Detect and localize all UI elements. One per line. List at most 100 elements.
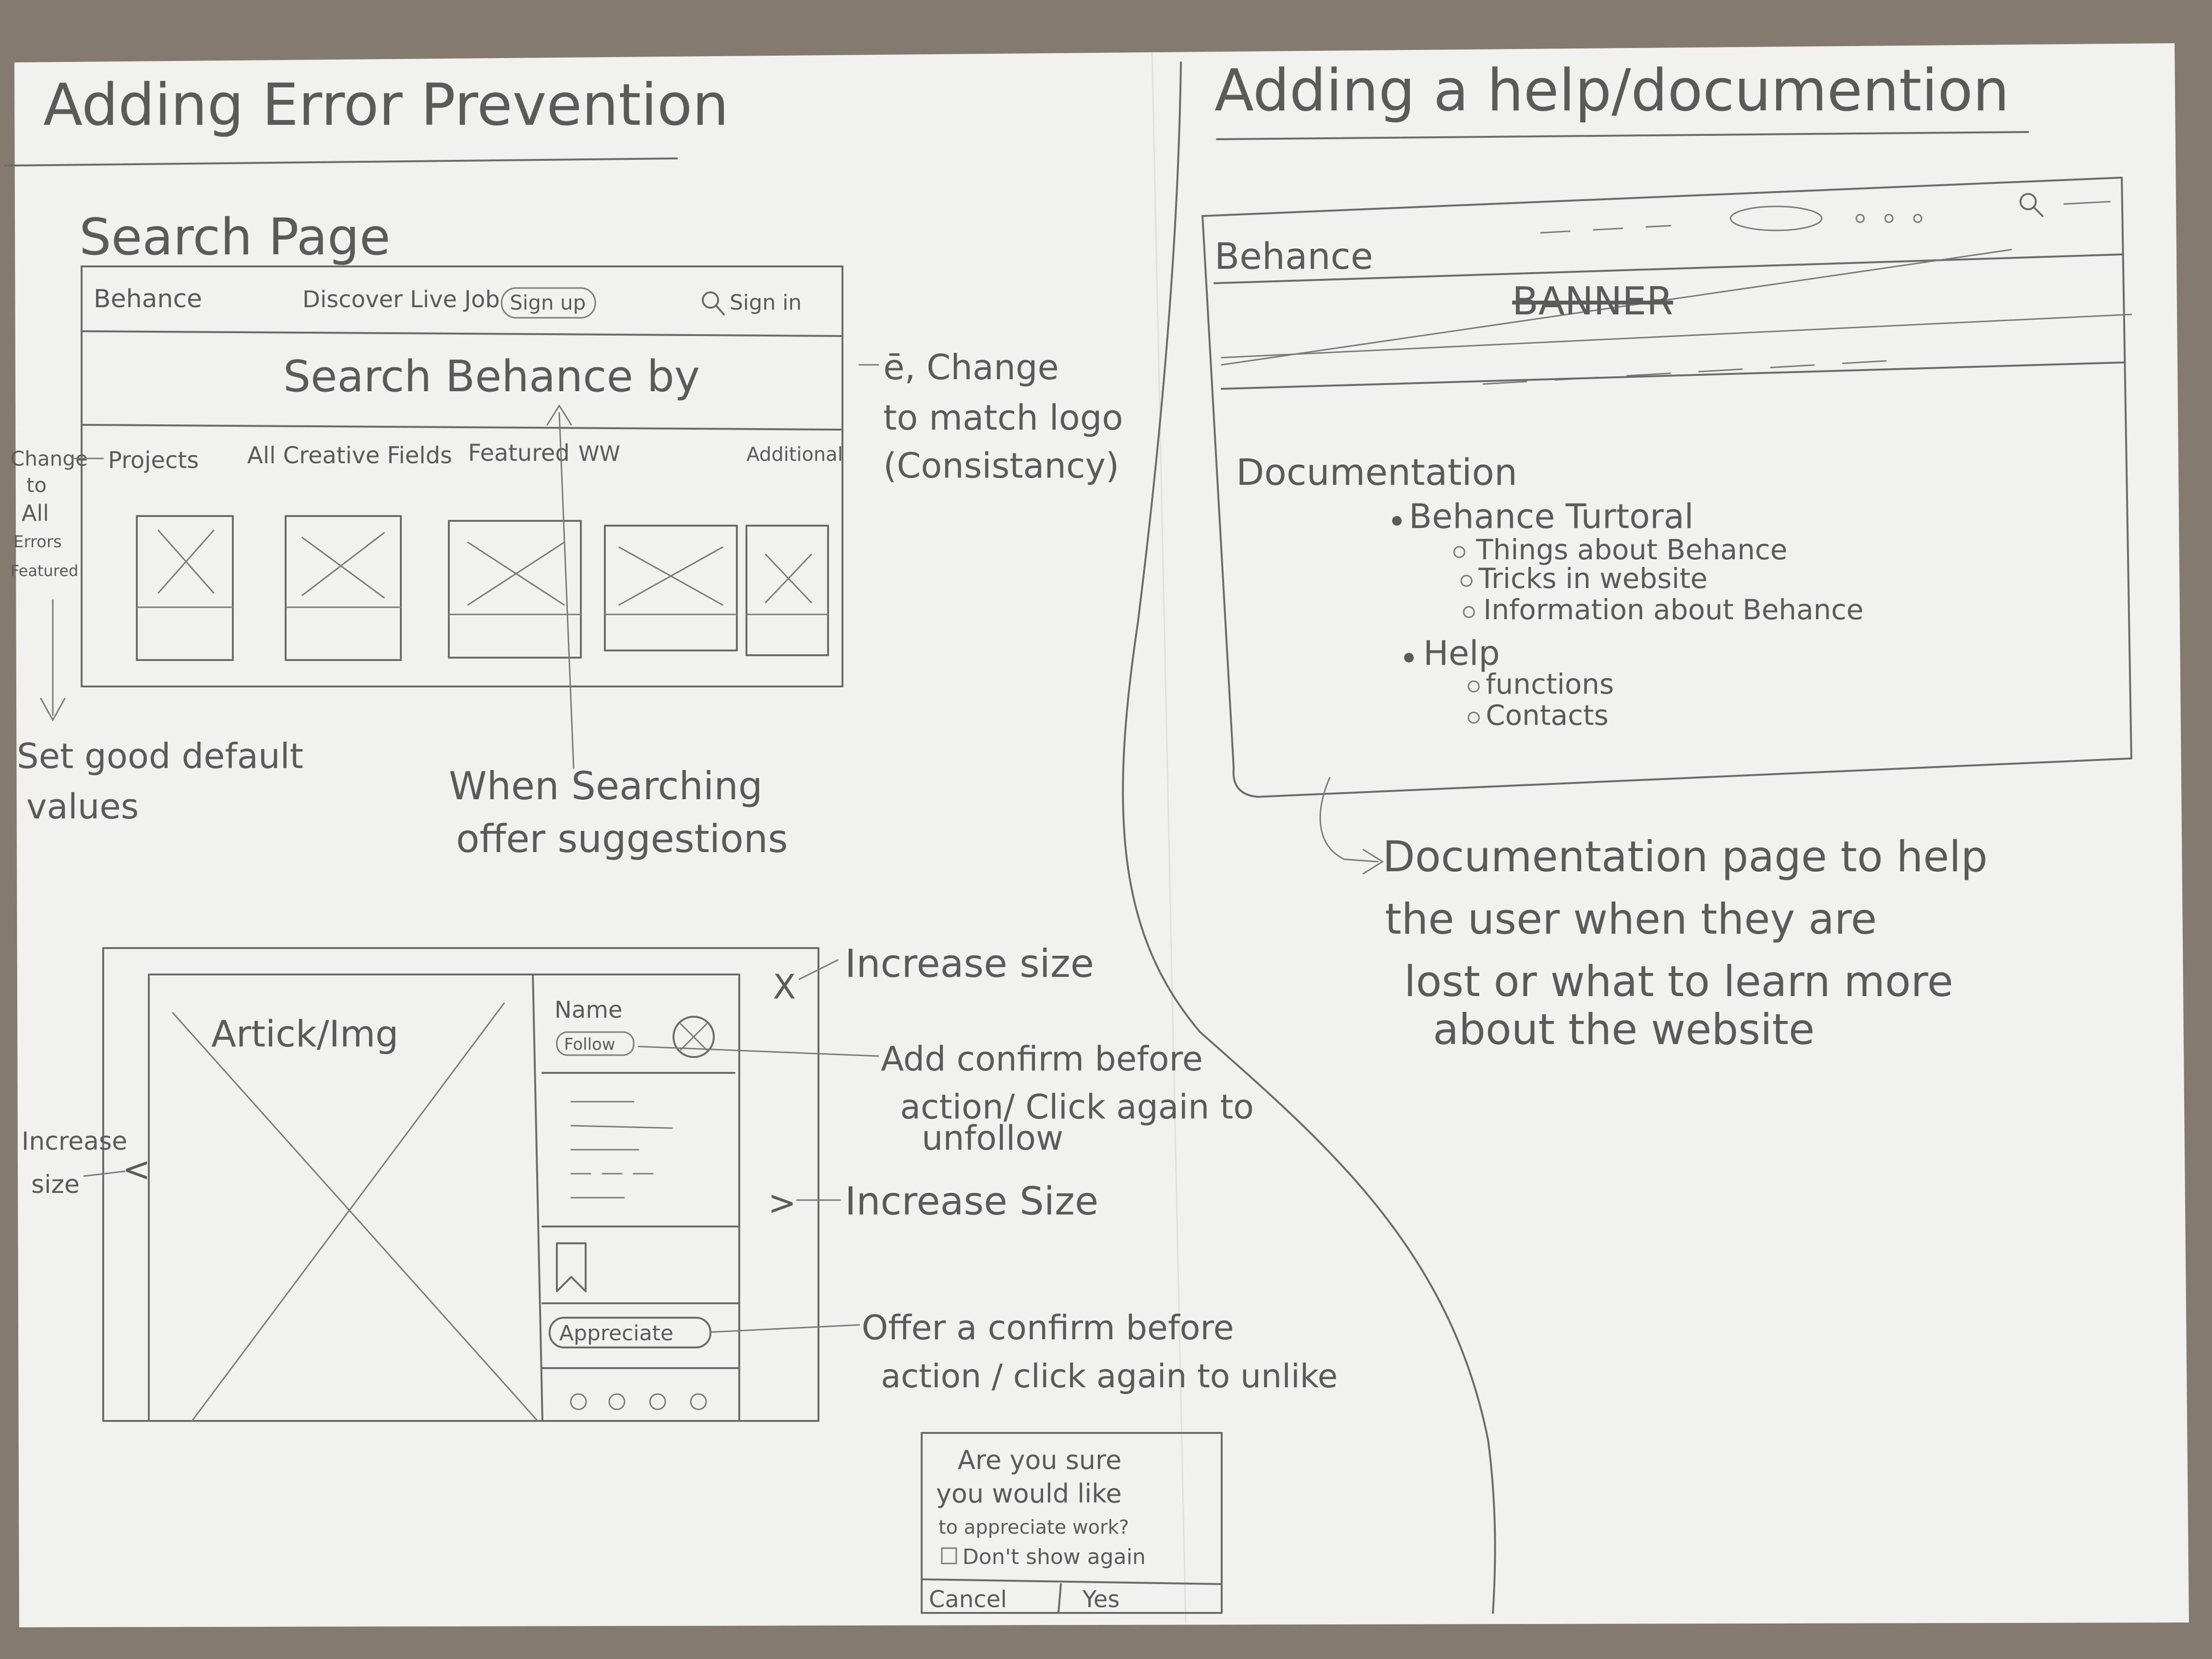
right-title: Adding a help/documention: [1214, 58, 2009, 124]
appreciate-label: Appreciate: [559, 1321, 673, 1346]
thumbnail-3[interactable]: [448, 520, 582, 659]
help-item-1[interactable]: functions: [1486, 668, 1614, 700]
search-page-frame: [81, 265, 843, 687]
avatar: [673, 1016, 715, 1058]
filter-featured[interactable]: Featured: [468, 440, 570, 467]
paper-sheet: [14, 43, 2189, 1627]
confirm-like-note-1: Offer a confirm before: [862, 1308, 1234, 1347]
doc-heading: Documentation: [1236, 451, 1517, 493]
note-line-3: lost or what to learn more: [1404, 957, 1953, 1006]
cancel-button[interactable]: Cancel: [929, 1586, 1007, 1613]
thumbnail-5[interactable]: [745, 525, 829, 656]
follow-button[interactable]: [556, 1031, 635, 1056]
image-placeholder-cross-b: [191, 1002, 505, 1422]
filter-creative-fields[interactable]: All Creative Fields: [247, 442, 452, 469]
nav-logo: Behance: [94, 285, 202, 313]
sidebar-divider: [532, 974, 543, 1422]
tutorial-item-3[interactable]: Information about Behance: [1483, 593, 1863, 626]
dont-show-checkbox[interactable]: [941, 1547, 957, 1564]
search-icon-handle: [715, 305, 725, 315]
confirm-follow-note-3: unfollow: [922, 1118, 1063, 1158]
dont-show-label: Don't show again: [962, 1545, 1146, 1569]
yes-button[interactable]: Yes: [1082, 1586, 1119, 1613]
project-view-inner-frame: [148, 974, 740, 1422]
increase-size-close-note: Increase size: [845, 941, 1094, 986]
svg-text:Featured: Featured: [11, 562, 78, 580]
svg-text:When Searching: When Searching: [449, 764, 763, 808]
close-icon[interactable]: X: [773, 967, 796, 1007]
dialog-message-1: Are you sure: [958, 1445, 1121, 1475]
svg-text:offer suggestions: offer suggestions: [456, 817, 788, 861]
social-icon[interactable]: [649, 1393, 666, 1410]
dialog-message-3: to appreciate work?: [938, 1516, 1129, 1539]
documentation-browser: Behance BANNER Documentation Behance Tur…: [1202, 177, 2132, 798]
social-icon[interactable]: [608, 1393, 625, 1410]
svg-text:All: All: [22, 500, 49, 526]
set-defaults-note-2: values: [26, 786, 139, 827]
svg-text:(Consistancy): (Consistancy): [883, 445, 1119, 486]
note-line-4: about the website: [1433, 1005, 1815, 1054]
filter-side-note: Change to All Errors Featured: [11, 447, 104, 722]
tutorial-item-1[interactable]: Things about Behance: [1476, 533, 1787, 566]
social-icon[interactable]: [690, 1393, 707, 1410]
confirm-follow-note-1: Add confirm before: [881, 1039, 1203, 1079]
signup-pill[interactable]: [501, 287, 596, 319]
thumbnail-1[interactable]: [136, 515, 234, 661]
name-label: Name: [554, 997, 623, 1023]
browser-logo: Behance: [1214, 235, 1373, 277]
dialog-message-2: you would like: [936, 1479, 1122, 1509]
nav-links: Discover Live Job: [302, 286, 500, 313]
next-arrow-icon[interactable]: >: [768, 1183, 796, 1223]
image-label: Artick/Img: [211, 1012, 398, 1055]
filter-ww[interactable]: WW: [578, 442, 620, 466]
banner-placeholder: BANNER: [1512, 279, 1673, 324]
left-title-underline: [4, 157, 678, 167]
confirm-dialog: Are you sure you would like to appreciat…: [921, 1432, 1223, 1614]
banner-divider: [1221, 361, 2125, 390]
thumbnail-2[interactable]: [285, 515, 402, 661]
section-help[interactable]: Help: [1423, 634, 1500, 673]
bookmark-icon[interactable]: [556, 1242, 587, 1292]
suggestions-annotation: When Searching offer suggestions: [449, 404, 788, 861]
svg-text:ē, Change: ē, Change: [883, 347, 1059, 387]
increase-size-next-note: Increase Size: [845, 1179, 1098, 1224]
image-placeholder-cross-a: [172, 1012, 539, 1422]
svg-text:Errors: Errors: [13, 532, 62, 552]
signin-label[interactable]: Sign in: [730, 290, 802, 315]
left-title: Adding Error Prevention: [43, 72, 729, 139]
url-bar-dashes: [1540, 225, 1671, 234]
note-line-2: the user when they are: [1385, 894, 1877, 944]
thumbnail-4[interactable]: [604, 525, 738, 651]
svg-text:to match logo: to match logo: [883, 397, 1123, 438]
search-page-wireframe: Behance Discover Live Job Sign up Sign i…: [11, 265, 843, 722]
confirm-like-note-2: action / click again to unlike: [881, 1358, 1338, 1395]
right-section: Adding a help/documention Behance BANNER…: [1202, 58, 2132, 1054]
increase-size-left-2: size: [31, 1170, 80, 1199]
paper-fold: [1151, 52, 1187, 1623]
nav-divider: [81, 330, 843, 337]
header-divider: [1214, 253, 2123, 284]
left-section: Adding Error Prevention Search Page Beha…: [4, 72, 1338, 1614]
documentation-note: Documentation page to help the user when…: [1319, 777, 1988, 1054]
set-defaults-note: Set good default: [17, 736, 303, 776]
help-item-2[interactable]: Contacts: [1486, 699, 1609, 732]
tutorial-item-2[interactable]: Tricks in website: [1478, 562, 1707, 595]
search-icon[interactable]: [702, 291, 719, 309]
section-tutorial[interactable]: Behance Turtoral: [1409, 497, 1694, 536]
project-annotations: Increase size Add confirm before action/…: [637, 941, 1338, 1395]
prev-arrow-icon[interactable]: <: [122, 1150, 151, 1189]
search-prompt[interactable]: Search Behance by: [283, 351, 700, 402]
browser-frame: [1202, 177, 2132, 798]
social-icon[interactable]: [570, 1393, 587, 1410]
search-divider: [81, 424, 843, 431]
filter-projects[interactable]: Projects: [108, 447, 199, 474]
change-logo-annotation: ē, Change to match logo (Consistancy): [858, 347, 1123, 486]
search-page-heading: Search Page: [79, 208, 390, 266]
svg-text:to: to: [26, 473, 47, 497]
url-bar-oval[interactable]: [1730, 205, 1823, 231]
search-icon[interactable]: [2020, 193, 2037, 210]
right-title-underline: [1216, 131, 2029, 140]
filter-additional[interactable]: Additional: [746, 444, 843, 466]
bullet: [1392, 516, 1402, 526]
